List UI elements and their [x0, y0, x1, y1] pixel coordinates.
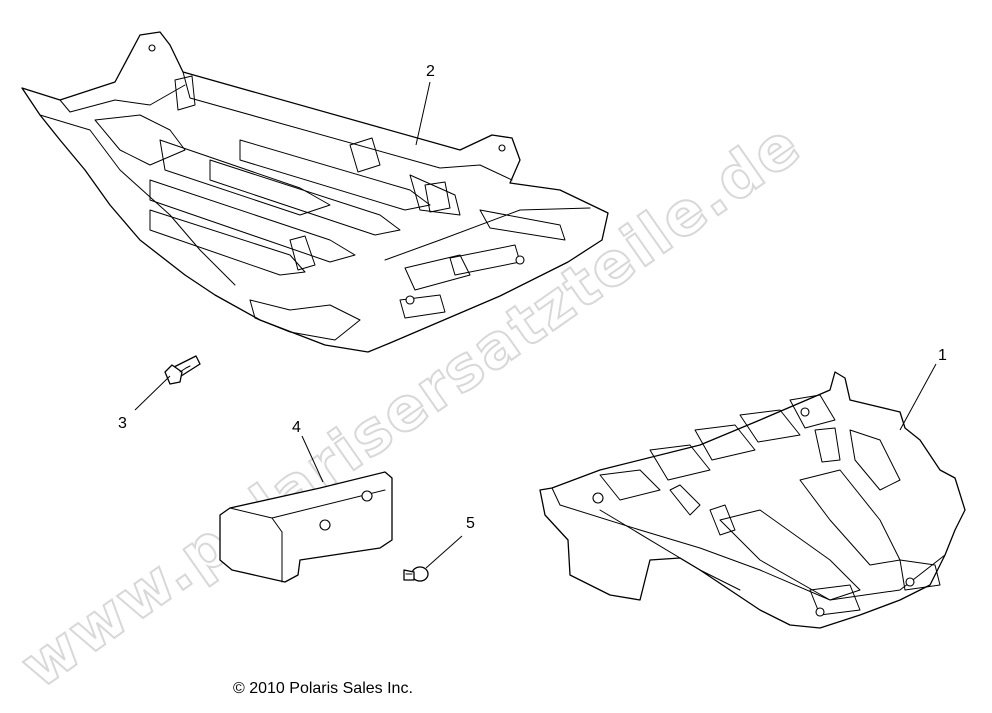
part-1-skid-plate[interactable] [539, 371, 966, 629]
callout-1: 1 [938, 347, 947, 364]
callout-2: 2 [426, 63, 435, 80]
callout-3: 3 [118, 415, 127, 432]
leader-1 [899, 363, 937, 431]
leader-3 [134, 375, 171, 411]
part-3-bolt[interactable] [164, 355, 201, 385]
part-4-bracket[interactable] [219, 471, 393, 583]
leader-5 [425, 535, 463, 569]
leader-2 [415, 81, 431, 146]
callout-5: 5 [466, 515, 475, 532]
part-5-rivet[interactable] [403, 566, 429, 582]
leader-4 [301, 435, 324, 483]
part-2-skid-plate[interactable] [21, 31, 609, 353]
callout-4: 4 [292, 419, 301, 436]
copyright-text: © 2010 Polaris Sales Inc. [233, 680, 413, 697]
